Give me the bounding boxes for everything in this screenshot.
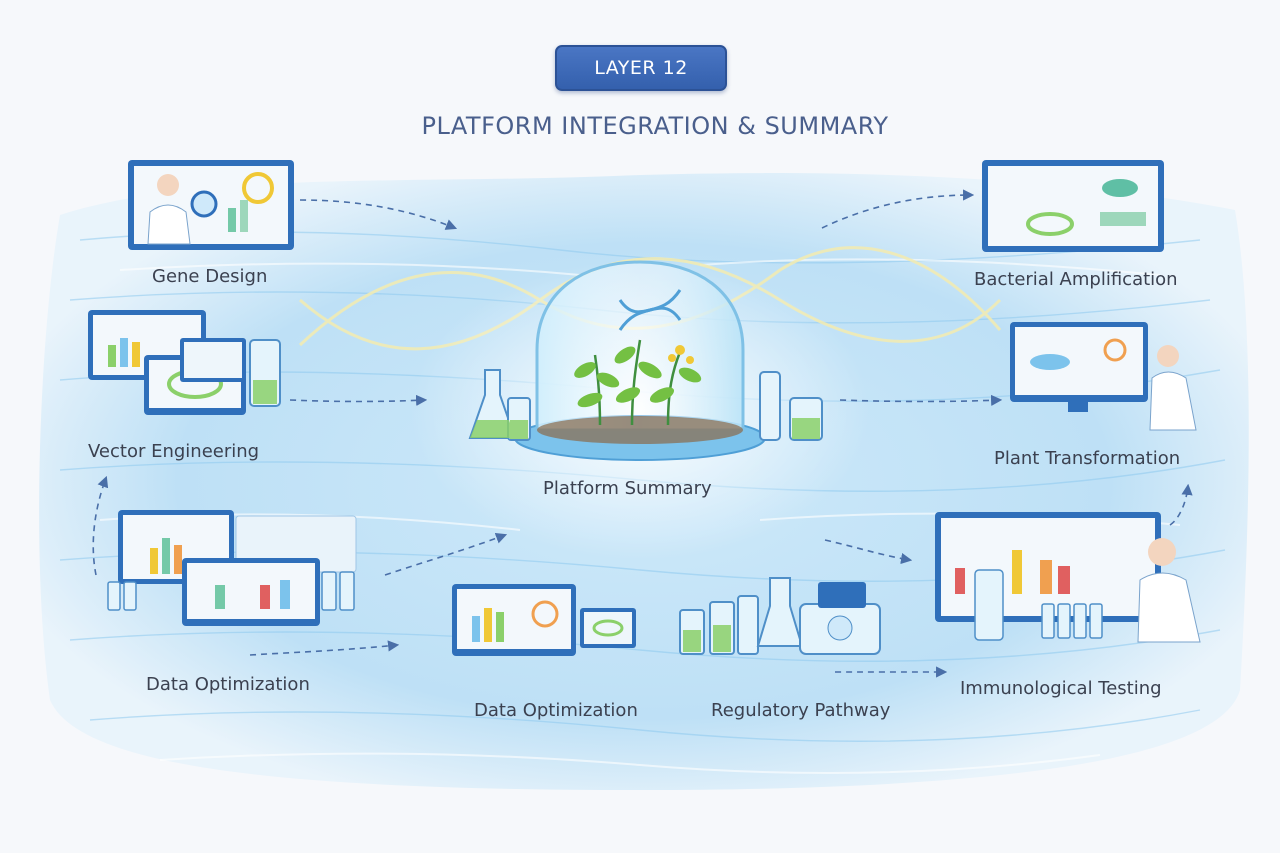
platform-summary-dome bbox=[410, 260, 870, 560]
data-optimization-left-illustration bbox=[107, 510, 357, 626]
layer-badge: LAYER 12 bbox=[555, 45, 727, 91]
node-label-immunological-testing: Immunological Testing bbox=[960, 678, 1162, 699]
plant-transformation-illustration bbox=[1010, 322, 1197, 431]
immunological-testing-illustration bbox=[935, 512, 1201, 643]
gene-design-illustration bbox=[128, 160, 294, 250]
data-optimization-center-illustration bbox=[452, 584, 636, 656]
arrow-summary-to-immuno bbox=[824, 539, 913, 565]
arrow-vector-to-summary bbox=[289, 394, 428, 406]
arrow-summary-to-bacterial bbox=[821, 189, 975, 229]
regulatory-pathway-illustration bbox=[679, 577, 881, 655]
node-label-platform-summary: Platform Summary bbox=[543, 478, 712, 499]
node-label-regulatory-pathway: Regulatory Pathway bbox=[711, 700, 891, 721]
node-label-data-optimization-left: Data Optimization bbox=[146, 674, 310, 695]
node-label-gene-design: Gene Design bbox=[152, 266, 268, 287]
arrow-dataopt-to-summary bbox=[384, 532, 508, 576]
node-label-bacterial-amplification: Bacterial Amplification bbox=[974, 269, 1178, 290]
arrow-immuno-to-plant bbox=[1169, 483, 1193, 526]
node-label-plant-transformation: Plant Transformation bbox=[994, 448, 1181, 469]
page-title: PLATFORM INTEGRATION & SUMMARY bbox=[421, 112, 889, 140]
arrow-dataopt-to-vector bbox=[92, 475, 109, 576]
node-label-data-optimization-center: Data Optimization bbox=[474, 700, 638, 721]
flow-arrows bbox=[92, 189, 1193, 678]
vector-engineering-illustration bbox=[88, 310, 281, 415]
bacterial-amplification-illustration bbox=[982, 160, 1164, 252]
node-label-vector-engineering: Vector Engineering bbox=[88, 441, 260, 462]
